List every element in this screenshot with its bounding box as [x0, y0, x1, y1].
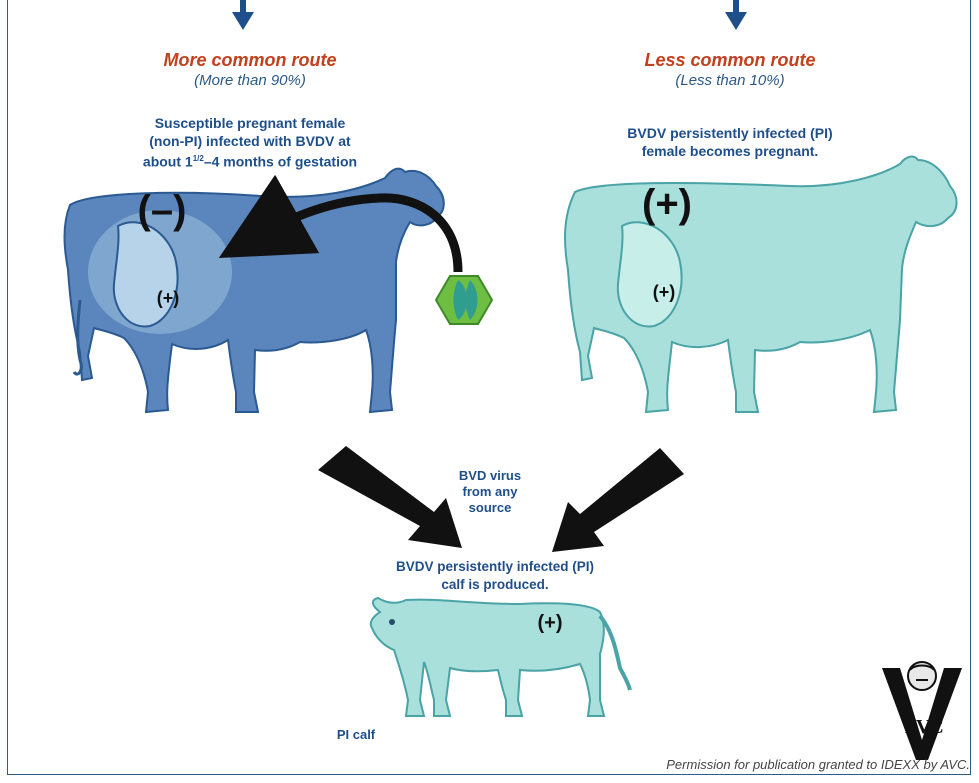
right-fetus-sign: (+)	[646, 282, 682, 303]
left-cow-illustration	[65, 169, 444, 412]
virus-source-note: BVD virus from any source	[430, 468, 550, 516]
result-description: BVDV persistently infected (PI) calf is …	[345, 558, 645, 594]
right-desc-line-1: BVDV persistently infected (PI)	[580, 124, 880, 142]
converging-arrow-right	[552, 448, 684, 552]
result-line-2: calf is produced.	[345, 576, 645, 594]
left-mother-sign: (–)	[132, 188, 192, 233]
calf-sign: (+)	[530, 612, 570, 635]
right-route-title: Less common route	[610, 50, 850, 71]
left-route-description: Susceptible pregnant female (non-PI) inf…	[100, 114, 400, 171]
top-arrow-left	[232, 0, 254, 30]
result-line-1: BVDV persistently infected (PI)	[345, 558, 645, 576]
virus-note-line-1: BVD virus	[430, 468, 550, 484]
left-desc-line-2: (non-PI) infected with BVDV at	[100, 132, 400, 150]
avc-logo-letters: AVC	[884, 716, 964, 739]
left-fetus-sign: (+)	[150, 288, 186, 309]
left-route-subtitle: (More than 90%)	[130, 72, 370, 89]
right-mother-sign: (+)	[632, 182, 702, 227]
left-desc-line-3: about 11/2–4 months of gestation	[100, 150, 400, 171]
right-route-subtitle: (Less than 10%)	[610, 72, 850, 89]
calf-illustration	[371, 598, 630, 716]
virus-icon	[436, 276, 492, 324]
right-route-description: BVDV persistently infected (PI) female b…	[580, 124, 880, 160]
virus-note-line-2: from any	[430, 484, 550, 500]
pi-calf-label: PI calf	[316, 726, 396, 744]
left-route-title: More common route	[130, 50, 370, 71]
left-desc-line-1: Susceptible pregnant female	[100, 114, 400, 132]
right-desc-line-2: female becomes pregnant.	[580, 142, 880, 160]
virus-note-line-3: source	[430, 500, 550, 516]
publication-credit: Permission for publication granted to ID…	[600, 757, 970, 772]
top-arrow-right	[725, 0, 747, 30]
avc-logo	[882, 662, 962, 760]
right-cow-illustration	[565, 157, 957, 412]
